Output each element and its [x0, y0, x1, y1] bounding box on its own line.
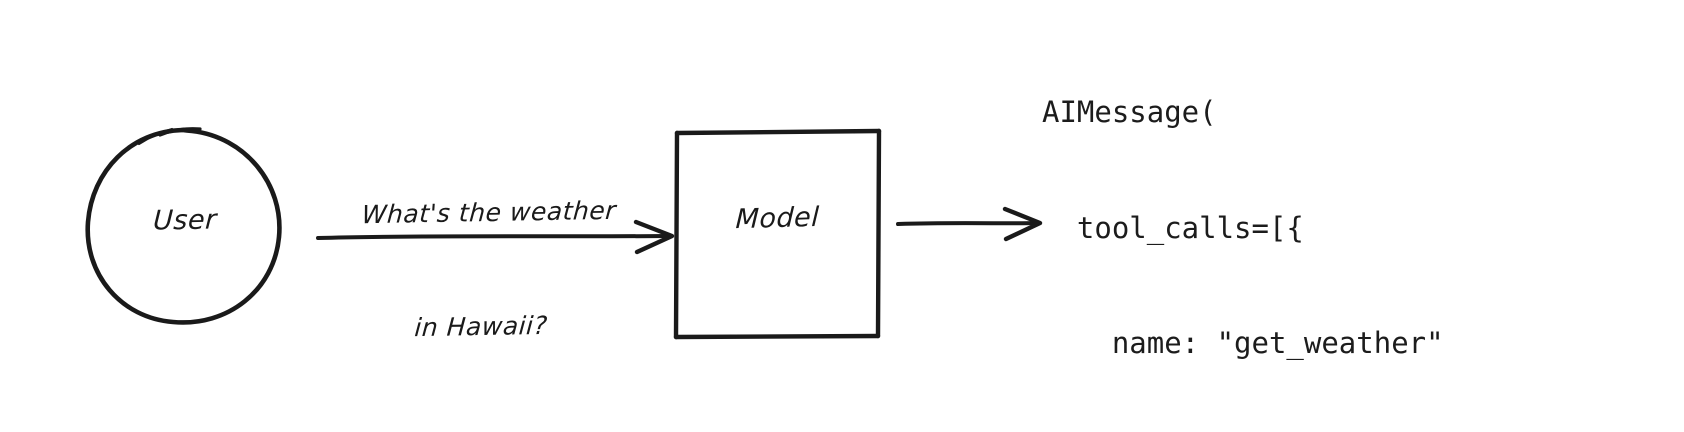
model-box[interactable] [673, 128, 882, 340]
code-line: AIMessage( [1042, 95, 1217, 129]
user-circle[interactable] [85, 127, 282, 325]
edge-label-line-2: in Hawaii? [413, 310, 549, 343]
edge-label-user-to-model: What's the weather in Hawaii? [279, 115, 691, 426]
aimessage-code-block: AIMessage( tool_calls=[{ name: "get_weat… [1042, 16, 1479, 432]
model-node-label: Model [734, 201, 821, 236]
arrow-user-to-model [316, 219, 675, 255]
edge-label-line-1: What's the weather [360, 195, 618, 230]
code-line: tool_calls=[{ [1042, 210, 1304, 245]
arrow-model-to-output [896, 206, 1043, 242]
code-line: name: "get_weather" [1042, 326, 1444, 360]
